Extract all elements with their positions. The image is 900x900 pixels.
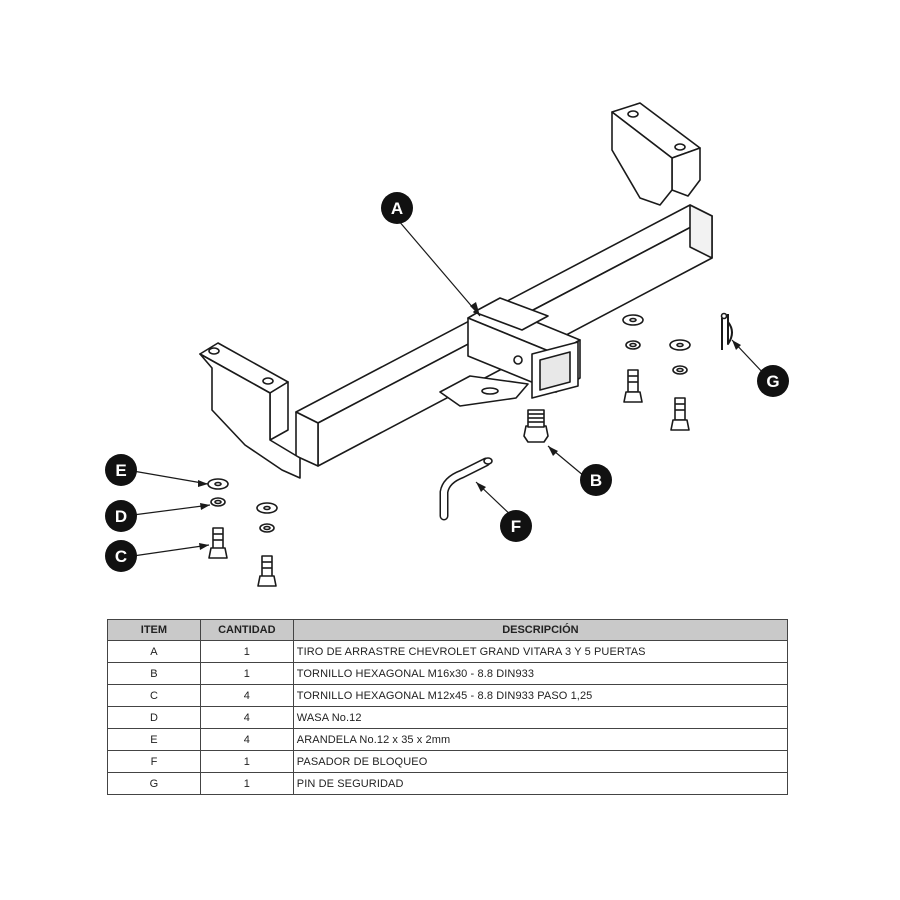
header-quantity: CANTIDAD <box>199 619 294 641</box>
hardware-left-1 <box>207 478 229 559</box>
receiver-tube <box>467 297 581 399</box>
table-row: C 4 TORNILLO HEXAGONAL M12x45 - 8.8 DIN9… <box>107 684 789 707</box>
table-row: B 1 TORNILLO HEXAGONAL M16x30 - 8.8 DIN9… <box>107 662 789 685</box>
table-row: D 4 WASA No.12 <box>107 706 789 729</box>
callout-b: B <box>580 464 612 496</box>
cell-description: WASA No.12 <box>292 706 789 729</box>
cell-quantity: 4 <box>199 684 294 707</box>
callout-d-label: D <box>115 507 127 526</box>
parts-table: ITEM CANTIDAD DESCRIPCIÓN A 1 TIRO DE AR… <box>107 619 789 795</box>
cell-item: F <box>107 750 201 773</box>
callout-a-label: A <box>391 199 403 218</box>
right-bracket <box>611 102 701 206</box>
cell-description: TIRO DE ARRASTRE CHEVROLET GRAND VITARA … <box>292 640 789 663</box>
callout-c: C <box>105 540 137 572</box>
header-description: DESCRIPCIÓN <box>292 619 789 641</box>
cell-item: E <box>107 728 201 751</box>
callout-f-label: F <box>511 517 521 536</box>
callout-g-label: G <box>766 372 779 391</box>
cell-description: TORNILLO HEXAGONAL M12x45 - 8.8 DIN933 P… <box>292 684 789 707</box>
support-plate <box>439 375 529 407</box>
callout-a: A <box>381 192 413 224</box>
security-clip-g <box>720 312 733 350</box>
header-item: ITEM <box>107 619 201 641</box>
cell-item: D <box>107 706 201 729</box>
cell-description: PIN DE SEGURIDAD <box>292 772 789 795</box>
leader-arrowheads <box>198 302 741 550</box>
table-row: G 1 PIN DE SEGURIDAD <box>107 772 789 795</box>
hardware-right-1 <box>622 314 644 403</box>
table-row: F 1 PASADOR DE BLOQUEO <box>107 750 789 773</box>
cell-item: G <box>107 772 201 795</box>
cell-description: TORNILLO HEXAGONAL M16x30 - 8.8 DIN933 <box>292 662 789 685</box>
callout-f: F <box>500 510 532 542</box>
cell-description: PASADOR DE BLOQUEO <box>292 750 789 773</box>
cell-quantity: 1 <box>199 750 294 773</box>
cell-quantity: 1 <box>199 772 294 795</box>
bolt-b <box>523 409 549 443</box>
hitch-exploded-diagram: A B C D E F G <box>105 102 789 587</box>
locking-pin-f <box>439 457 493 521</box>
table-row: A 1 TIRO DE ARRASTRE CHEVROLET GRAND VIT… <box>107 640 789 663</box>
cell-quantity: 1 <box>199 640 294 663</box>
left-bracket <box>199 342 301 479</box>
cell-item: B <box>107 662 201 685</box>
callout-c-label: C <box>115 547 127 566</box>
cell-quantity: 4 <box>199 706 294 729</box>
cell-item: A <box>107 640 201 663</box>
cell-quantity: 1 <box>199 662 294 685</box>
callout-b-label: B <box>590 471 602 490</box>
cell-description: ARANDELA No.12 x 35 x 2mm <box>292 728 789 751</box>
cell-item: C <box>107 684 201 707</box>
table-header-row: ITEM CANTIDAD DESCRIPCIÓN <box>107 619 789 641</box>
callout-g: G <box>757 365 789 397</box>
callout-e-label: E <box>115 461 126 480</box>
cell-quantity: 4 <box>199 728 294 751</box>
table-row: E 4 ARANDELA No.12 x 35 x 2mm <box>107 728 789 751</box>
callout-d: D <box>105 500 137 532</box>
hardware-left-2 <box>256 502 278 587</box>
hardware-right-2 <box>669 339 691 431</box>
callout-e: E <box>105 454 137 486</box>
